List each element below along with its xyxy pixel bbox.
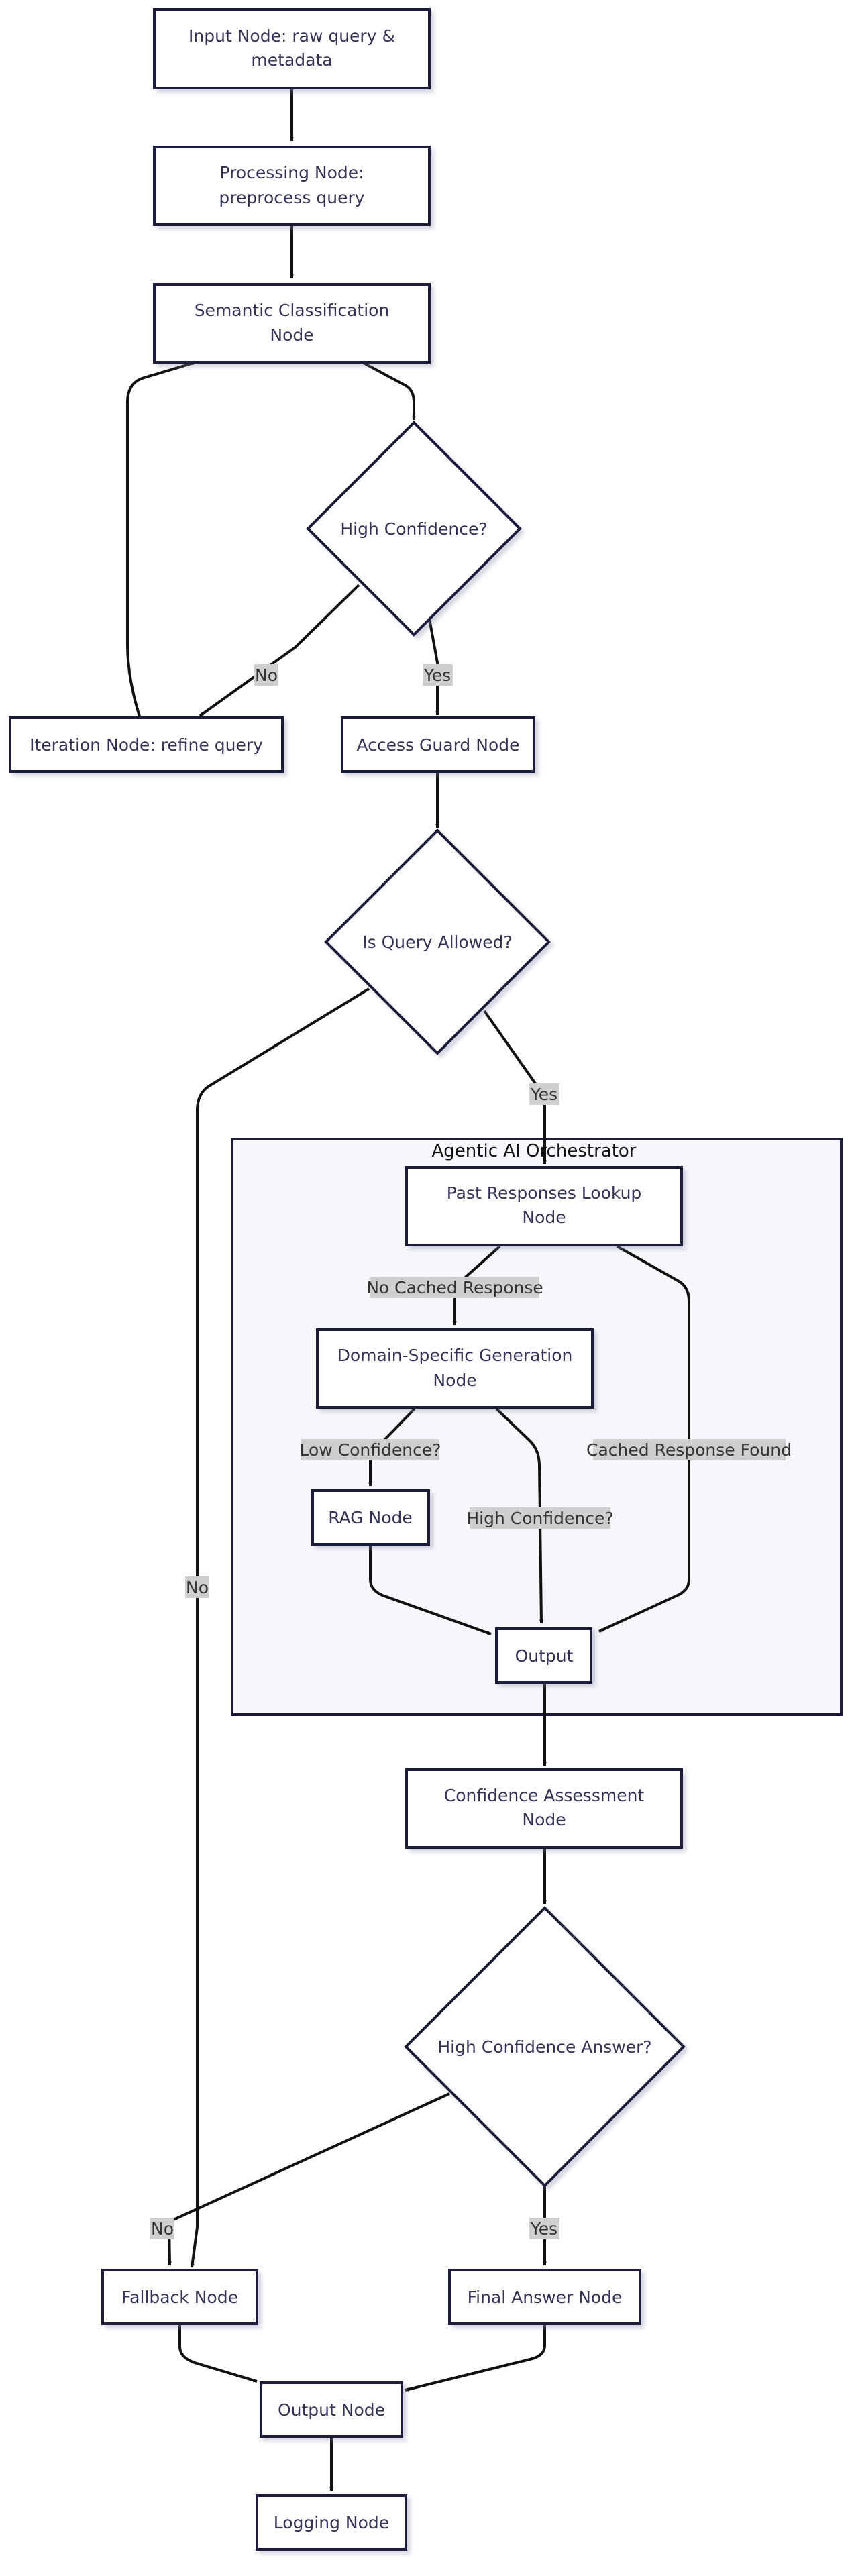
nodes: Input Node: raw query & metadata Process… [9, 8, 686, 2551]
svg-text:Cached Response Found: Cached Response Found [586, 1440, 792, 1460]
edge-label-no-cached: No Cached Response [366, 1277, 543, 1298]
edge-label-cached-found: Cached Response Found [586, 1439, 792, 1460]
svg-text:Input Node: raw query &: Input Node: raw query & [189, 26, 395, 46]
edge-label-no-refine: No [254, 664, 278, 686]
svg-text:Logging Node: Logging Node [274, 2513, 389, 2532]
output-node: Output Node [260, 2381, 403, 2438]
svg-text:Access Guard Node: Access Guard Node [357, 735, 520, 755]
svg-text:Yes: Yes [530, 2219, 557, 2239]
svg-text:Node: Node [522, 1208, 566, 1227]
edge-answer-no [167, 2092, 450, 2266]
svg-text:Semantic Classification: Semantic Classification [195, 301, 390, 320]
edge-fallback-output [178, 2324, 258, 2383]
svg-text:High Confidence Answer?: High Confidence Answer? [437, 2037, 651, 2057]
svg-text:Node: Node [522, 1810, 566, 1829]
svg-text:Fallback Node: Fallback Node [121, 2288, 238, 2307]
domain-specific-generation-node: Domain-Specific Generation Node [316, 1328, 594, 1409]
edge-final-output [405, 2324, 546, 2392]
svg-text:Final Answer Node: Final Answer Node [468, 2288, 623, 2307]
edge-iteration-semantic [126, 361, 197, 717]
edge-labels: No Yes Yes No No Cached Response Cached … [150, 664, 792, 2239]
past-responses-lookup-node: Past Responses Lookup Node [405, 1166, 683, 1246]
rag-node: RAG Node [311, 1489, 430, 1546]
input-node: Input Node: raw query & metadata [153, 8, 431, 89]
edge-allowed-no [190, 987, 370, 2268]
svg-text:Node: Node [270, 325, 313, 345]
svg-text:High Confidence?: High Confidence? [466, 1509, 613, 1528]
edge-highconf-iteration [199, 584, 360, 717]
access-guard-node: Access Guard Node [341, 716, 535, 773]
svg-text:Low Confidence?: Low Confidence? [299, 1440, 441, 1460]
svg-text:Yes: Yes [530, 1085, 557, 1104]
edge-label-no-allowed: No [185, 1576, 209, 1598]
edge-rag-output [369, 1543, 492, 1635]
edge-domain-output [495, 1407, 543, 1624]
final-answer-node: Final Answer Node [448, 2269, 641, 2325]
edge-label-yes-allowed: Yes [529, 1083, 559, 1105]
edges [126, 89, 690, 2491]
svg-text:No Cached Response: No Cached Response [366, 1278, 543, 1297]
svg-text:No: No [151, 2219, 174, 2239]
svg-text:Node: Node [433, 1371, 476, 1390]
svg-text:Processing Node:: Processing Node: [219, 163, 364, 182]
high-confidence-decision: High Confidence? [306, 421, 522, 637]
edge-label-yes-answer: Yes [529, 2218, 559, 2239]
svg-text:preprocess query: preprocess query [219, 188, 364, 207]
fallback-node: Fallback Node [101, 2269, 258, 2325]
svg-text:Confidence Assessment: Confidence Assessment [444, 1786, 645, 1805]
logging-node: Logging Node [256, 2494, 407, 2551]
edge-highconf-guard [428, 618, 439, 716]
iteration-node: Iteration Node: refine query [9, 716, 284, 773]
svg-text:Iteration Node: refine query: Iteration Node: refine query [30, 735, 263, 755]
high-confidence-answer-decision: High Confidence Answer? [404, 1906, 686, 2188]
svg-text:Yes: Yes [423, 665, 451, 685]
svg-text:No: No [255, 665, 278, 685]
svg-text:Is Query Allowed?: Is Query Allowed? [362, 932, 513, 952]
svg-text:RAG Node: RAG Node [328, 1508, 413, 1527]
svg-text:metadata: metadata [251, 50, 332, 70]
edge-label-low-confidence: Low Confidence? [299, 1439, 441, 1460]
svg-text:High Confidence?: High Confidence? [340, 519, 487, 539]
edge-label-yes-guard: Yes [423, 664, 453, 686]
cluster-output-node: Output [495, 1627, 592, 1684]
semantic-classification-node: Semantic Classification Node [153, 283, 431, 364]
edge-label-high-confidence: High Confidence? [466, 1507, 614, 1529]
svg-text:Output Node: Output Node [278, 2400, 385, 2420]
edge-semantic-highconf [362, 361, 416, 421]
svg-text:Past Responses Lookup: Past Responses Lookup [447, 1183, 642, 1203]
query-allowed-decision: Is Query Allowed? [324, 828, 551, 1055]
edge-label-no-answer: No [150, 2218, 174, 2239]
svg-text:Output: Output [515, 1646, 574, 1666]
processing-node: Processing Node: preprocess query [153, 146, 431, 226]
svg-text:Domain-Specific Generation: Domain-Specific Generation [337, 1346, 573, 1365]
svg-text:No: No [186, 1578, 209, 1597]
cluster-title: Agentic AI Orchestrator [432, 1141, 637, 1161]
confidence-assessment-node: Confidence Assessment Node [405, 1768, 683, 1849]
